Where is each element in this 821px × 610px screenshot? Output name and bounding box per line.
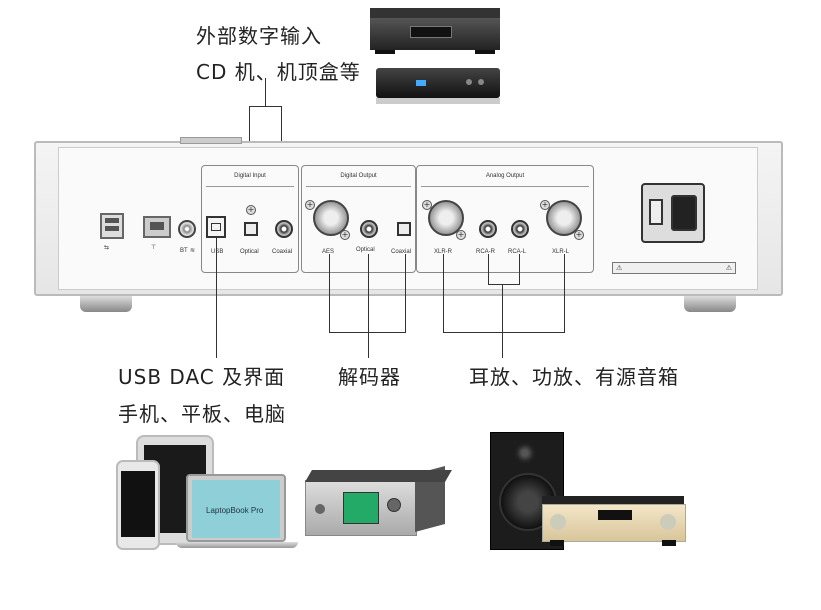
- warning-label: ⚠ ⚠: [612, 262, 736, 274]
- set-top-box-image: [376, 68, 500, 104]
- usb-a-port: [100, 213, 124, 239]
- analog-output-title: Analog Output: [485, 173, 525, 179]
- digital-input-panel: [201, 165, 299, 273]
- callout-decoder: 解码器: [338, 365, 401, 389]
- bluetooth-antenna-port: [178, 220, 196, 238]
- panel-divider: [421, 186, 589, 187]
- chassis-top-lip: [180, 137, 242, 144]
- connector-line: [519, 254, 520, 284]
- screw-icon: +: [340, 230, 350, 240]
- rca-r-label: RCA-R: [476, 249, 495, 255]
- digital-input-title: Digital Input: [234, 173, 266, 179]
- connector-line: [488, 254, 489, 284]
- rca-r-output-port: [479, 220, 497, 238]
- power-switch: [649, 199, 663, 225]
- laptop-base: [176, 542, 298, 548]
- usb-label: USB: [211, 249, 224, 255]
- connector-line: [216, 238, 217, 358]
- coaxial-input-port: [275, 220, 293, 238]
- usb-icon: ⇆: [104, 245, 110, 251]
- screw-icon: +: [456, 230, 466, 240]
- coaxial-out-port: [360, 220, 378, 238]
- decoder-device-image: [305, 465, 452, 536]
- connector-line: [329, 332, 406, 333]
- laptop-screen-text: LaptopBook Pro: [206, 506, 264, 515]
- xlr-r-label: XLR-R: [434, 249, 453, 255]
- screw-icon: +: [540, 200, 550, 210]
- panel-divider: [306, 186, 411, 187]
- network-icon: ⊤: [151, 245, 157, 251]
- laptop-image: LaptopBook Pro: [186, 474, 286, 542]
- callout-digital-input-title: 外部数字输入: [196, 24, 322, 48]
- panel-divider: [206, 186, 294, 187]
- amplifier-image: [542, 496, 686, 546]
- coaxial-output-label: Coaxial: [391, 249, 412, 255]
- rca-l-output-port: [511, 220, 529, 238]
- screw-icon: +: [305, 200, 315, 210]
- xlr-r-output-port: [428, 200, 464, 236]
- cd-player-image: [370, 8, 500, 54]
- callout-amp: 耳放、功放、有源音箱: [469, 365, 679, 389]
- iec-socket: [671, 195, 697, 231]
- wifi-icon: ≋: [190, 248, 196, 254]
- digital-output-title: Digital Output: [340, 173, 377, 179]
- coaxial-input-label: Coaxial: [272, 249, 293, 255]
- connector-line: [443, 254, 444, 332]
- left-foot: [80, 296, 132, 312]
- callout-usb-devices: 手机、平板、电脑: [118, 402, 286, 426]
- optical-output-label: Optical: [356, 247, 375, 253]
- connector-line: [265, 78, 266, 106]
- connector-line: [502, 284, 503, 358]
- bt-label: BT: [180, 248, 188, 254]
- connector-line: [443, 332, 565, 333]
- callout-usb-title: USB DAC 及界面: [118, 365, 286, 389]
- ethernet-port: [143, 216, 171, 238]
- screw-icon: +: [246, 205, 256, 215]
- connector-line: [249, 106, 281, 107]
- connector-line: [405, 254, 406, 332]
- connector-line: [488, 284, 520, 285]
- xlr-l-label: XLR-L: [552, 249, 570, 255]
- digital-output-panel: [301, 165, 416, 273]
- connector-line: [368, 254, 369, 358]
- screw-icon: +: [422, 200, 432, 210]
- optical-input-port: [244, 222, 258, 236]
- xlr-l-output-port: [546, 200, 582, 236]
- screw-icon: +: [574, 230, 584, 240]
- power-inlet: [641, 183, 705, 243]
- callout-digital-input-devices: CD 机、机顶盒等: [196, 60, 361, 84]
- connector-line: [564, 254, 565, 332]
- right-foot: [684, 296, 736, 312]
- optical-input-label: Optical: [240, 249, 259, 255]
- usb-b-port: [206, 216, 226, 238]
- analog-output-panel: [416, 165, 594, 273]
- rca-l-label: RCA-L: [508, 249, 527, 255]
- optical-output-port: [397, 222, 411, 236]
- connector-line: [329, 254, 330, 332]
- phone-image: [116, 460, 160, 550]
- aes-label: AES: [322, 249, 335, 255]
